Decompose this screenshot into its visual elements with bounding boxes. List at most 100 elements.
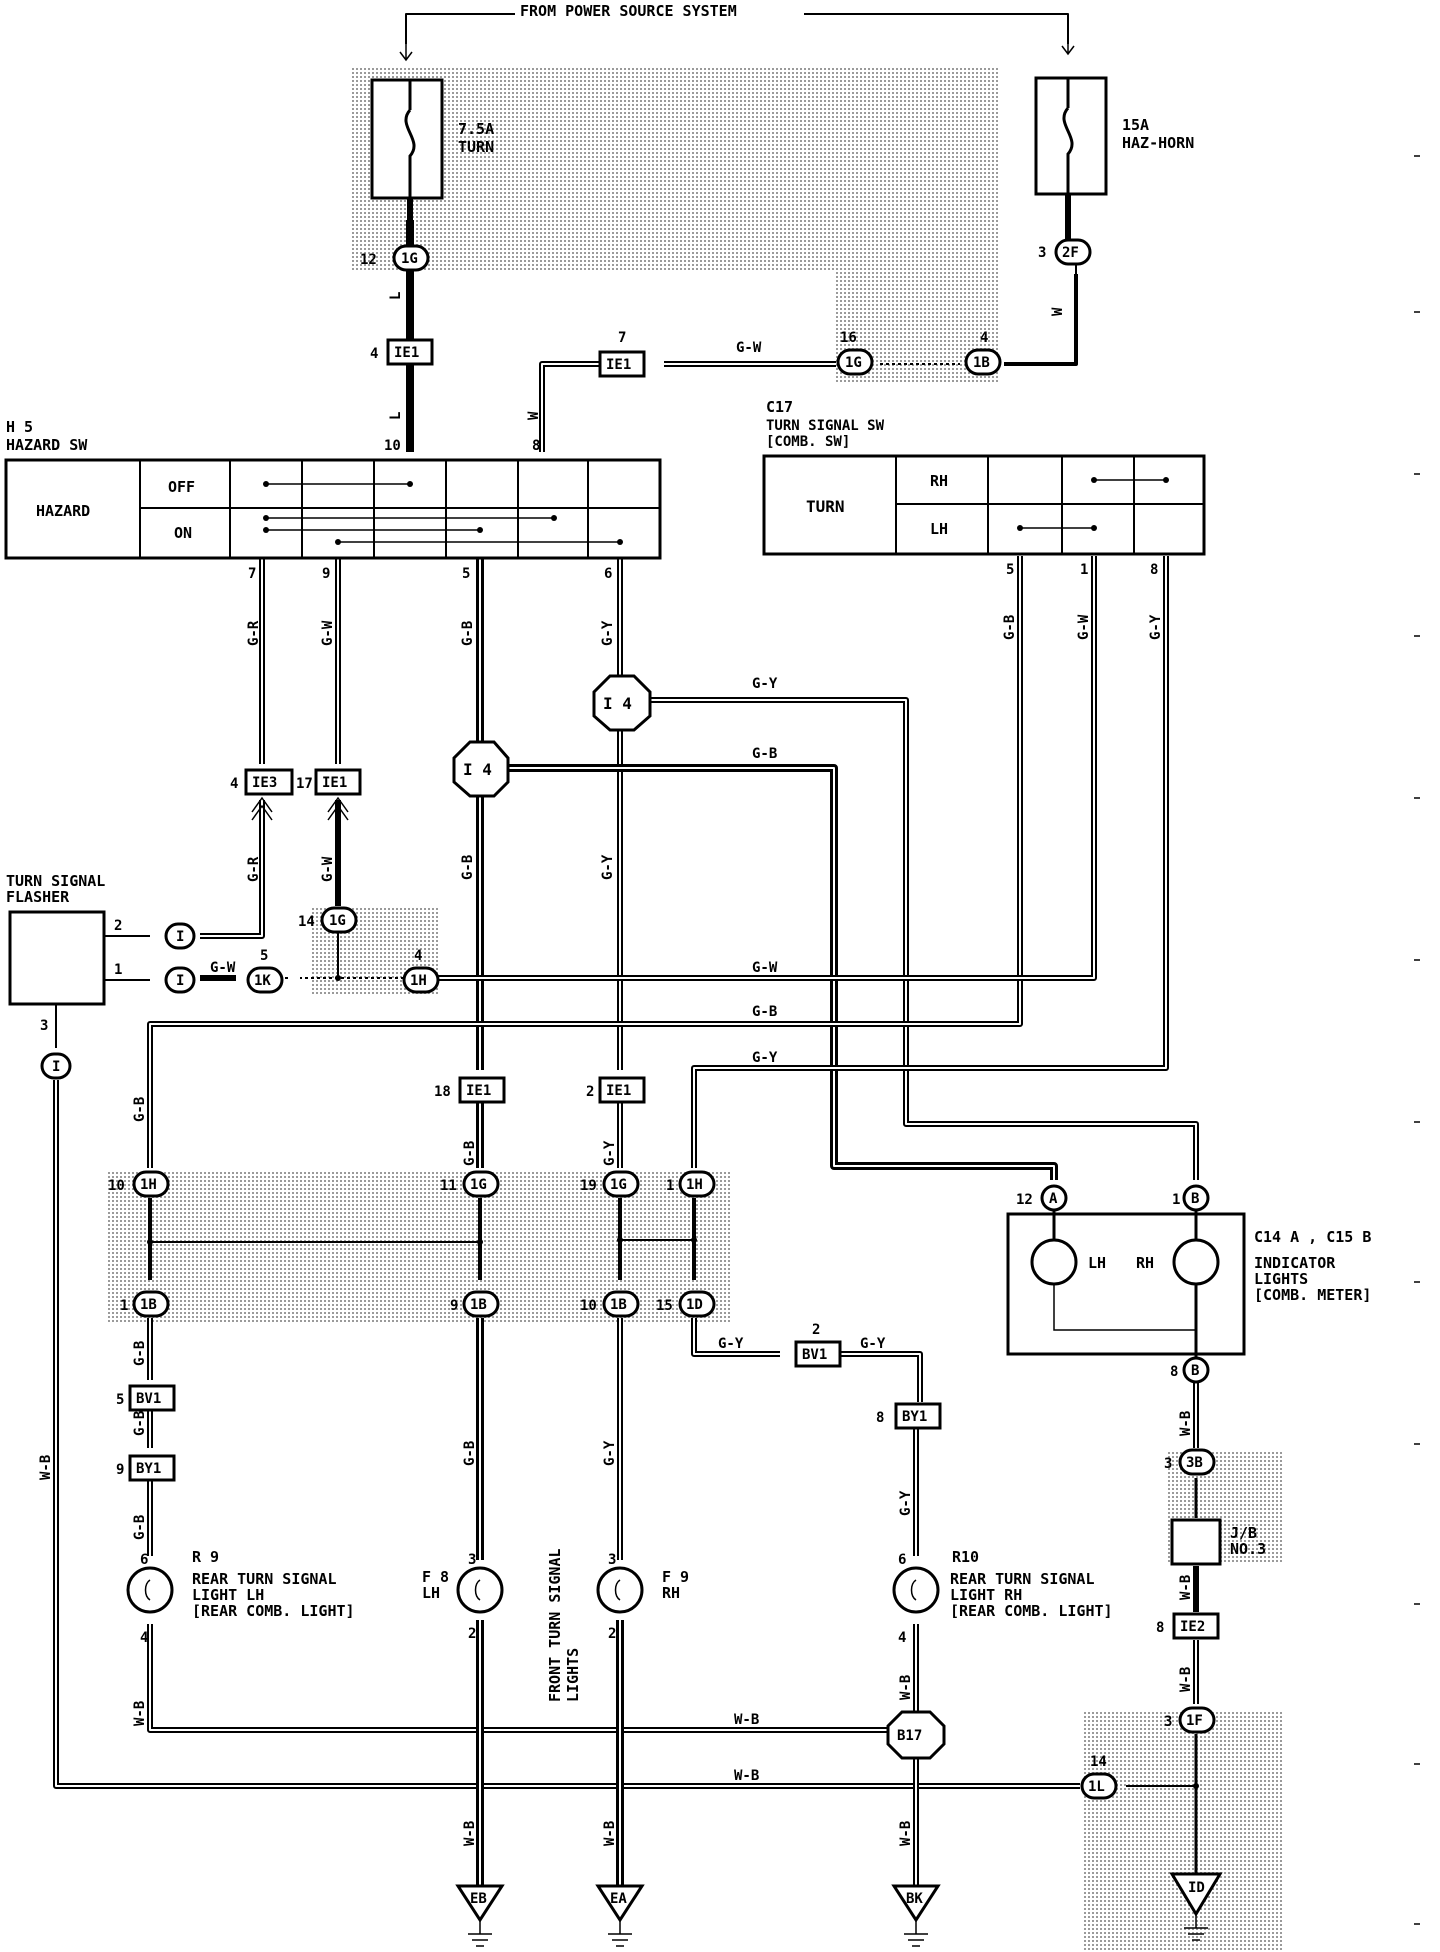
turn-label: TURN <box>806 497 845 516</box>
pin-label: 3 <box>1164 1714 1172 1730</box>
ground-label: BK <box>906 1891 923 1907</box>
connector-label: 1H <box>410 973 427 989</box>
flasher-line1: TURN SIGNAL <box>6 872 105 890</box>
jb-line1: J/B <box>1230 1524 1257 1542</box>
connector-B-b: B 8 <box>1170 1356 1210 1384</box>
connector-label: 1B <box>470 1297 487 1313</box>
pin-label: 4 <box>980 330 988 346</box>
fuse-haz-rating: 15A <box>1122 116 1149 134</box>
pin-label: 17 <box>296 776 313 792</box>
wire-label: G-Y <box>1148 614 1164 640</box>
connector-1D: 1D 15 <box>656 1290 716 1318</box>
wire-label: G-W <box>736 340 762 356</box>
connector-label: 1G <box>401 251 418 267</box>
wire-label: G-W <box>320 620 336 646</box>
front-turn-lamp-rh: 3 2 F 9 RH <box>596 1552 689 1642</box>
turn-switch-name: TURN SIGNAL SW <box>766 418 885 434</box>
connector-label: 1K <box>254 973 271 989</box>
connector-label: B <box>1191 1191 1199 1207</box>
pin-label: 4 <box>898 1630 906 1646</box>
turn-signal-switch: C17 TURN SIGNAL SW [COMB. SW] TURN RH LH… <box>762 398 1206 578</box>
indicator-lights: LH RH C14 A , C15 B INDICATOR LIGHTS [CO… <box>1006 1210 1371 1366</box>
connector-label: 1D <box>686 1297 703 1313</box>
connector-label: 1G <box>845 355 862 371</box>
junction-I4-b: I 4 <box>452 740 510 798</box>
pin-label: 7 <box>248 566 256 582</box>
rear-turn-lamp-lh: 6 4 R 9 REAR TURN SIGNAL LIGHT LH [REAR … <box>126 1548 355 1646</box>
pin-label: 11 <box>440 1178 457 1194</box>
wire-label: G-R <box>246 856 262 882</box>
wire-label: G-Y <box>600 620 616 646</box>
wire-label: G-B <box>132 1097 148 1122</box>
connector-1L: 1L 14 <box>1080 1754 1199 1800</box>
pin-label: 14 <box>1090 1754 1107 1770</box>
wire-label: G-B <box>460 855 476 880</box>
wire-label: G-W <box>1076 614 1092 640</box>
connector-1G-top: 1G 12 <box>360 244 430 272</box>
wire-label: G-Y <box>602 1440 618 1466</box>
connector-label: IE1 <box>322 775 347 791</box>
wire-label: W-B <box>898 1675 914 1700</box>
connector-1H-a: 1H 4 <box>402 948 440 994</box>
connector-B-a: B 1 <box>1172 1184 1210 1212</box>
r9-line2: LIGHT LH <box>192 1586 264 1604</box>
pin-label: 12 <box>1016 1192 1033 1208</box>
pin-label: 9 <box>322 566 330 582</box>
connector-3B: 3B 3 <box>1164 1448 1216 1476</box>
indicator-line3: [COMB. METER] <box>1254 1286 1371 1304</box>
connector-label: 1H <box>686 1177 703 1193</box>
fuse-7-5a-turn: 7.5A TURN <box>370 44 494 200</box>
connector-IE1-d: IE1 18 <box>434 1076 506 1104</box>
r10-line3: [REAR COMB. LIGHT] <box>950 1602 1113 1620</box>
turn-switch-code: C17 <box>766 398 793 416</box>
connector-label: IE1 <box>606 1083 631 1099</box>
ground-ID: ID <box>1169 1872 1223 1941</box>
front-turn-lamp-lh: 3 2 F 8 LH <box>422 1552 504 1642</box>
ground-BK: BK <box>891 1884 941 1947</box>
hazard-switch-code: H 5 <box>6 418 33 436</box>
pin-label: 9 <box>450 1298 458 1314</box>
wire-label: G-B <box>462 1141 478 1166</box>
pin-label: 3 <box>40 1018 48 1034</box>
junction-label: B17 <box>897 1728 922 1744</box>
pin-label: 1 <box>666 1178 674 1194</box>
wire-label: W-B <box>1178 1667 1194 1692</box>
wire-label: G-W <box>320 856 336 882</box>
rear-turn-lamp-rh: 6 4 R10 REAR TURN SIGNAL LIGHT RH [REAR … <box>892 1548 1113 1646</box>
pin-label: 19 <box>580 1178 597 1194</box>
turn-pos-lh: LH <box>930 520 948 538</box>
connector-label: 1H <box>140 1177 157 1193</box>
hazard-pos-off: OFF <box>168 478 195 496</box>
pin-label: 6 <box>140 1552 148 1568</box>
connector-label: 3B <box>1186 1455 1203 1471</box>
wire-label: G-R <box>246 620 262 646</box>
pin-label: 1 <box>120 1298 128 1314</box>
connector-BY1-a: BY1 9 <box>116 1454 176 1482</box>
f9-side: RH <box>662 1584 680 1602</box>
r9-code: R 9 <box>192 1548 219 1566</box>
connector-1B-b: 1B 1 <box>120 1290 170 1318</box>
front-lights-line2: LIGHTS <box>564 1648 582 1702</box>
pin-label: 6 <box>604 566 612 582</box>
wire-label: W <box>526 411 542 420</box>
connector-label: 1L <box>1088 1779 1105 1795</box>
connector-I-1: I <box>164 922 196 950</box>
pin-label: 2 <box>114 918 122 934</box>
pin-label: 16 <box>840 330 857 346</box>
r10-line2: LIGHT RH <box>950 1586 1022 1604</box>
connector-A: A 12 <box>1016 1184 1068 1212</box>
wire-label: W-B <box>38 1455 54 1480</box>
connector-IE1-a: IE1 4 <box>370 338 434 366</box>
fuse-turn-name: TURN <box>458 138 494 156</box>
pin-label: 15 <box>656 1298 673 1314</box>
indicator-lamp-lh: LH <box>1088 1254 1106 1272</box>
ground-label: EB <box>470 1891 487 1907</box>
pin-label: 3 <box>1038 245 1046 261</box>
wire-label: G-B <box>462 1441 478 1466</box>
connector-BV1-b: BV1 2 <box>794 1322 842 1368</box>
turn-switch-sub: [COMB. SW] <box>766 434 850 450</box>
fuse-haz-name: HAZ-HORN <box>1122 134 1194 152</box>
ground-EA: EA <box>595 1884 645 1947</box>
hazard-switch: H 5 HAZARD SW HAZARD OFF ON 10 8 7 9 5 6 <box>4 418 662 582</box>
